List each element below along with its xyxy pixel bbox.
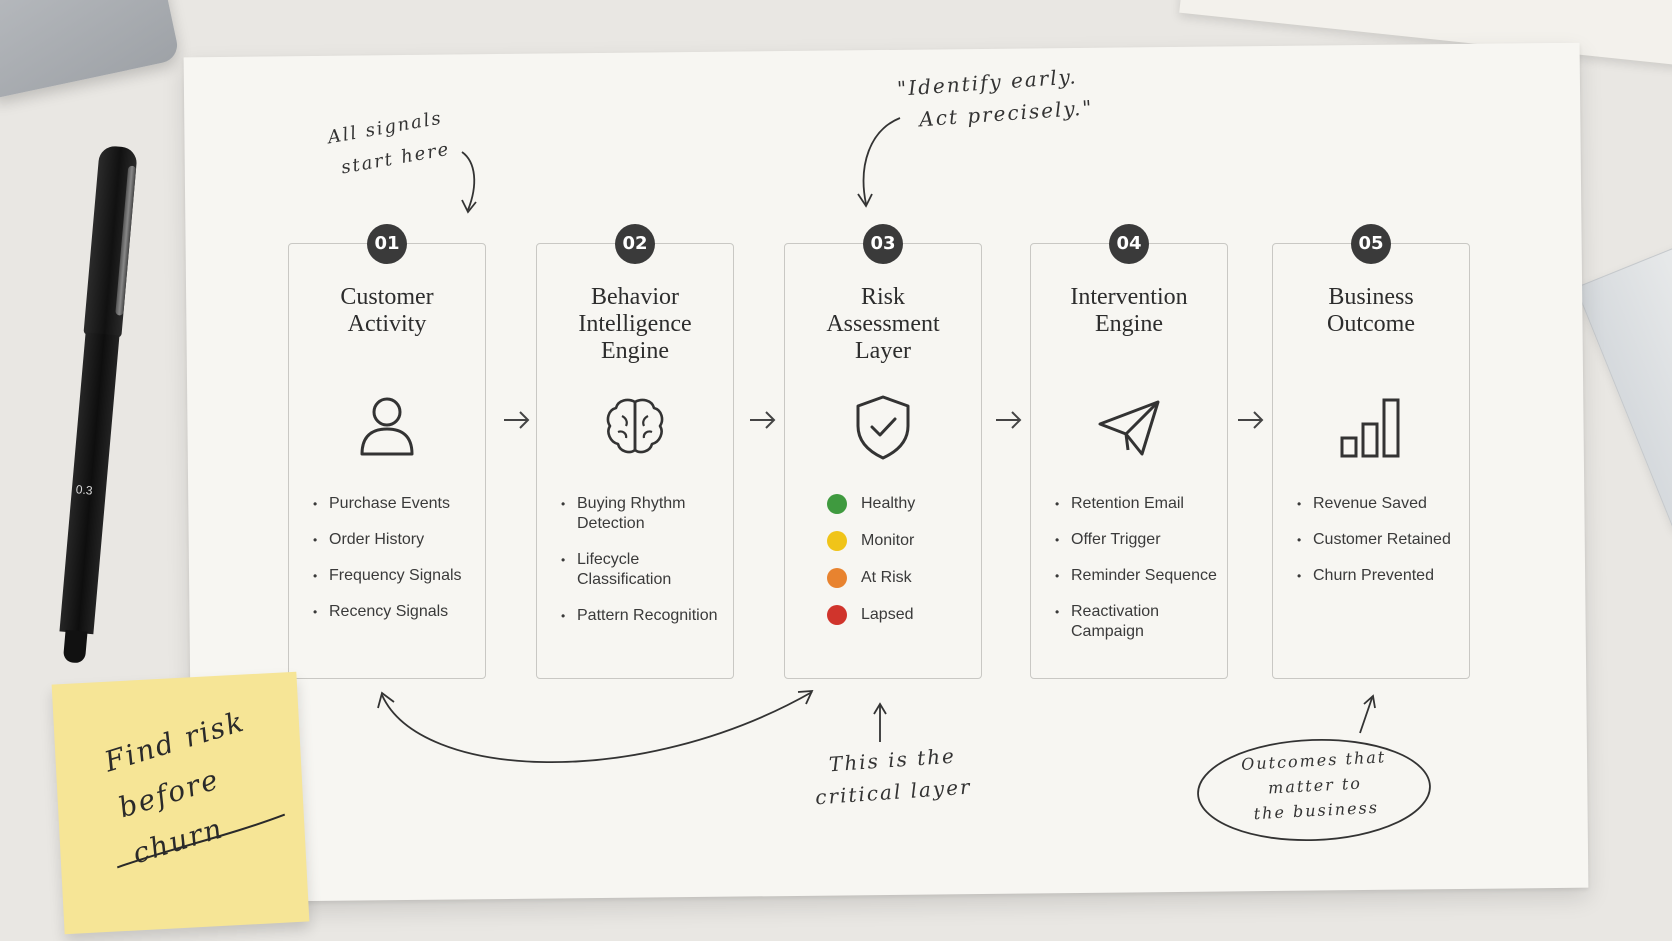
list-item: Customer Retained xyxy=(1297,530,1459,550)
risk-status-list: Healthy Monitor At Risk Lapsed xyxy=(827,494,971,642)
step-title: Customer Activity xyxy=(340,284,434,337)
list-item: Retention Email xyxy=(1055,494,1217,514)
step-card-intervention-engine: 04 Intervention Engine Retention Email O… xyxy=(1030,224,1228,679)
step-items-list: Revenue Saved Customer Retained Churn Pr… xyxy=(1297,494,1459,602)
arrow-right-icon xyxy=(996,411,1022,429)
list-item: Reactivation Campaign xyxy=(1055,602,1217,642)
step-items-list: Purchase Events Order History Frequency … xyxy=(313,494,475,638)
arrow-right-icon xyxy=(750,411,776,429)
list-item: Frequency Signals xyxy=(313,566,475,586)
step-title: Risk Assessment Layer xyxy=(826,284,940,364)
status-item-at-risk: At Risk xyxy=(827,568,971,588)
list-item: Revenue Saved xyxy=(1297,494,1459,514)
step-items-list: Buying Rhythm Detection Lifecycle Classi… xyxy=(561,494,723,642)
step-title: Behavior Intelligence Engine xyxy=(578,284,692,364)
step-number-badge: 01 xyxy=(367,224,407,264)
list-item: Pattern Recognition xyxy=(561,606,723,626)
list-item: Buying Rhythm Detection xyxy=(561,494,723,534)
paper-plane-icon xyxy=(1098,400,1160,456)
status-item-healthy: Healthy xyxy=(827,494,971,514)
step-card-risk-assessment: 03 Risk Assessment Layer Healthy Monitor… xyxy=(784,224,982,679)
note-outcomes: Outcomes that matter to the business xyxy=(1240,747,1387,824)
list-item: Purchase Events xyxy=(313,494,475,514)
curved-arrow-signals xyxy=(461,151,476,211)
arrow-right-icon xyxy=(504,411,530,429)
status-item-monitor: Monitor xyxy=(827,531,971,551)
feedback-loop-arrow xyxy=(381,691,813,764)
step-number-badge: 03 xyxy=(863,224,903,264)
status-item-lapsed: Lapsed xyxy=(827,605,971,625)
status-dot xyxy=(827,568,847,588)
step-card-customer-activity: 01 Customer Activity Purchase Events Ord… xyxy=(288,224,486,679)
shield-check-icon xyxy=(856,395,910,460)
status-dot xyxy=(827,605,847,625)
list-item: Reminder Sequence xyxy=(1055,566,1217,586)
user-icon xyxy=(360,397,414,456)
step-number-badge: 02 xyxy=(615,224,655,264)
list-item: Churn Prevented xyxy=(1297,566,1459,586)
arrow-outcomes xyxy=(1359,697,1373,734)
sticky-note: Find risk before churn xyxy=(51,671,310,935)
step-items-list: Retention Email Offer Trigger Reminder S… xyxy=(1055,494,1217,658)
arrow-right-icon xyxy=(1238,411,1264,429)
brain-icon xyxy=(606,398,664,454)
bar-chart-icon xyxy=(1340,398,1400,458)
list-item: Lifecycle Classification xyxy=(561,550,723,590)
step-number-badge: 05 xyxy=(1351,224,1391,264)
curved-arrow-quote xyxy=(862,117,901,205)
status-dot xyxy=(827,531,847,551)
note-quote: "Identify early. Act precisely." xyxy=(896,64,1095,132)
note-critical-layer: This is the critical layer xyxy=(814,743,973,810)
status-dot xyxy=(827,494,847,514)
list-item: Recency Signals xyxy=(313,602,475,622)
outcomes-circle xyxy=(1197,738,1431,842)
sticky-underline xyxy=(116,813,286,869)
step-number-badge: 04 xyxy=(1109,224,1149,264)
list-item: Order History xyxy=(313,530,475,550)
step-card-business-outcome: 05 Business Outcome Revenue Saved Custom… xyxy=(1272,224,1470,679)
step-title: Business Outcome xyxy=(1327,284,1415,337)
step-card-behavior-intelligence: 02 Behavior Intelligence Engine Buying R… xyxy=(536,224,734,679)
step-title: Intervention Engine xyxy=(1070,284,1188,337)
list-item: Offer Trigger xyxy=(1055,530,1217,550)
